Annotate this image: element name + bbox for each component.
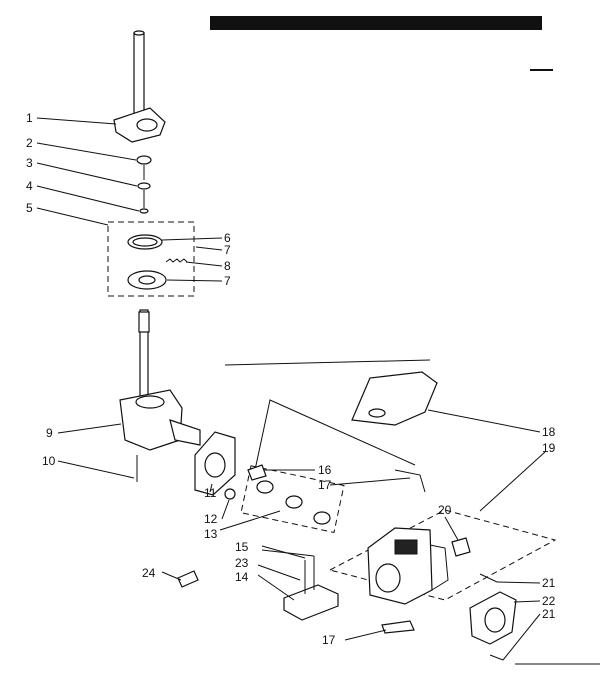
part-8-spring bbox=[165, 258, 188, 263]
part-1-cam bbox=[113, 107, 166, 143]
label-13: 13 bbox=[204, 527, 218, 541]
part-13-pulley-b bbox=[285, 495, 303, 509]
leader-lines bbox=[36, 117, 546, 661]
label-20: 20 bbox=[438, 503, 452, 517]
label-14: 14 bbox=[235, 570, 249, 584]
part-17-rod-lower bbox=[381, 620, 415, 634]
part-11-seal-plate bbox=[194, 431, 236, 496]
label-21a: 21 bbox=[542, 576, 556, 590]
label-16: 16 bbox=[318, 463, 332, 477]
label-18: 18 bbox=[542, 425, 556, 439]
part-13-pulley-c bbox=[313, 511, 331, 525]
header-bar bbox=[210, 16, 542, 30]
label-2: 2 bbox=[26, 136, 33, 150]
label-17b: 17 bbox=[322, 633, 336, 647]
label-4: 4 bbox=[26, 179, 33, 193]
part-19-motor-box bbox=[328, 509, 557, 601]
part-5-kit-box bbox=[107, 221, 195, 297]
label-10: 10 bbox=[42, 454, 56, 468]
part-13-kit-box bbox=[240, 465, 345, 534]
motor bbox=[367, 527, 449, 605]
label-5: 5 bbox=[26, 201, 33, 215]
label-19: 19 bbox=[542, 441, 556, 455]
label-9: 9 bbox=[46, 426, 53, 440]
part-12-bushing bbox=[224, 488, 236, 500]
part-21-screw-lower bbox=[489, 654, 504, 661]
label-24: 24 bbox=[142, 566, 156, 580]
part-22-pump bbox=[469, 591, 517, 645]
part-13-pulley-a bbox=[256, 480, 274, 494]
label-3: 3 bbox=[26, 156, 33, 170]
label-7a: 7 bbox=[224, 243, 231, 257]
label-1: 1 bbox=[26, 111, 33, 125]
label-21b: 21 bbox=[542, 607, 556, 621]
part-16-clip bbox=[247, 464, 267, 481]
label-23: 23 bbox=[235, 556, 249, 570]
drive-shaft bbox=[138, 309, 150, 401]
label-12: 12 bbox=[204, 512, 218, 526]
label-22: 22 bbox=[542, 594, 556, 608]
section-divider bbox=[224, 359, 431, 366]
part-20-switch bbox=[451, 537, 471, 557]
part-3-washer bbox=[137, 182, 151, 190]
part-9-gear-case bbox=[119, 389, 201, 451]
label-6: 6 bbox=[224, 231, 231, 245]
part-4-washer bbox=[139, 208, 149, 214]
callout-labels: 1 2 3 4 5 6 7 8 7 9 10 11 12 13 16 17 18… bbox=[26, 111, 556, 647]
label-8: 8 bbox=[224, 259, 231, 273]
part-14-bracket bbox=[283, 556, 339, 621]
label-7b: 7 bbox=[224, 274, 231, 288]
part-17-rod-upper bbox=[394, 469, 426, 493]
part-21-screw-upper bbox=[479, 573, 498, 583]
label-15: 15 bbox=[235, 540, 249, 554]
part-24-plug bbox=[177, 570, 199, 588]
label-17a: 17 bbox=[318, 478, 332, 492]
belt-path bbox=[254, 399, 416, 471]
label-11: 11 bbox=[204, 486, 217, 500]
part-18-cover bbox=[351, 371, 438, 426]
part-2-washer bbox=[136, 155, 152, 165]
